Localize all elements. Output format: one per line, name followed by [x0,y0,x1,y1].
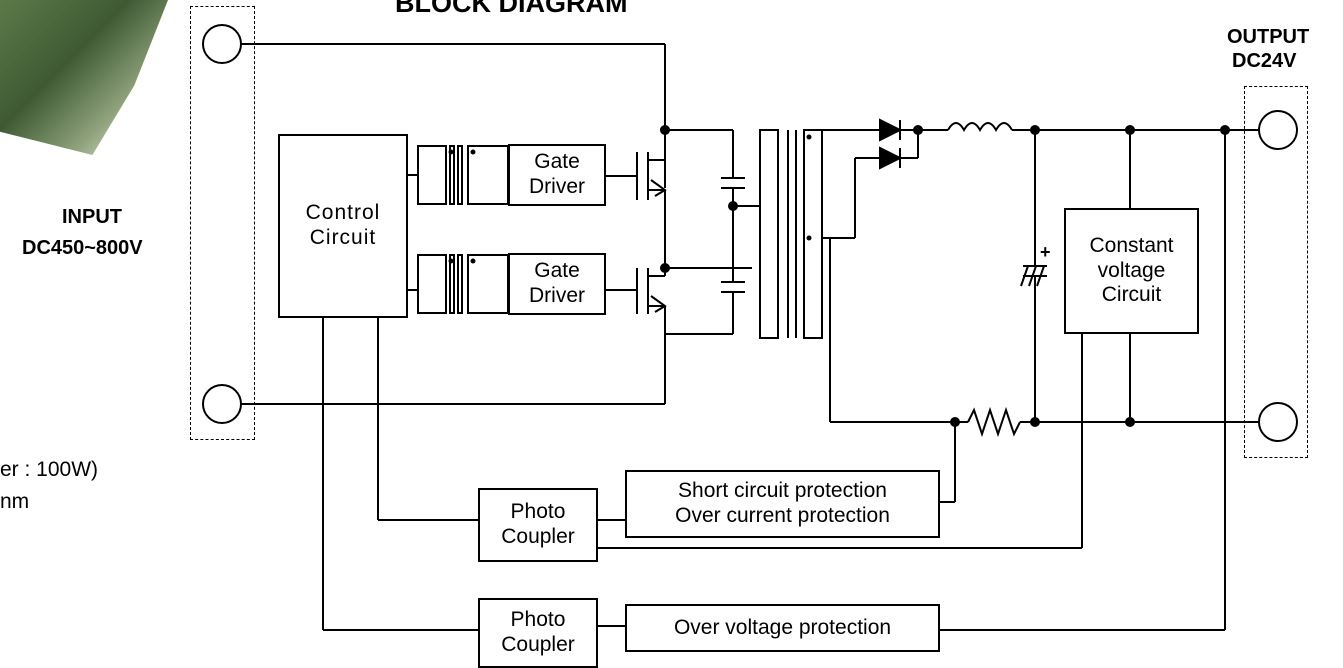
constant-voltage-block: Constant voltage Circuit [1064,208,1199,334]
output-label-line1: OUTPUT [1227,26,1310,48]
input-label-line2: DC450~800V [22,237,143,259]
control-circuit-block: Control Circuit [278,134,408,318]
output-label-line2: DC24V [1232,50,1297,72]
photo-coupler-block-1: Photo Coupler [478,488,598,562]
diagram-title: BLOCK DIAGRAM [395,0,628,18]
short-over-current-protection-block: Short circuit protection Over current pr… [625,470,940,538]
output-terminal-frame [1244,86,1308,458]
capacitor-polarity: + [1040,242,1051,262]
gate-driver-block-2: Gate Driver [508,253,606,315]
input-terminal-frame [190,6,255,440]
input-label-line1: INPUT [62,206,122,228]
partial-spec-line2: nm [0,490,30,513]
photo-coupler-block-2: Photo Coupler [478,598,598,668]
over-voltage-protection-block: Over voltage protection [625,604,940,652]
gate-driver-block-1: Gate Driver [508,144,606,206]
partial-spec-line1: er : 100W) [0,458,99,481]
